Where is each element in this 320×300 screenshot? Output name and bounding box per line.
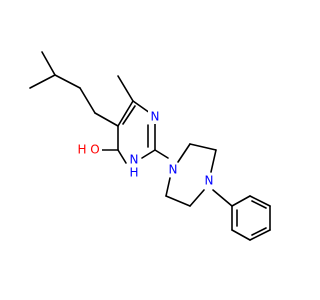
bond-pip-c1-c2 bbox=[189, 143, 217, 151]
bond-ph-3-4 bbox=[249, 229, 271, 241]
atom-piperazine-n4-label: N bbox=[205, 174, 214, 188]
atom-n1-hydrogen-label: H bbox=[129, 166, 138, 180]
bond-c5-c6 bbox=[117, 100, 134, 127]
bond-ph-6-1 bbox=[231, 195, 251, 207]
atom-oxygen-hydrogen-label: H bbox=[77, 143, 86, 157]
bond-nb-phenyl bbox=[212, 189, 233, 207]
bond-pip-na-c1 bbox=[177, 143, 191, 163]
bond-ch2-c5 bbox=[94, 112, 119, 127]
bond-pip-c3-c4 bbox=[165, 195, 191, 207]
bond-c6-n3 bbox=[132, 100, 151, 114]
bonds bbox=[29, 51, 271, 241]
bond-c2-n1 bbox=[141, 149, 156, 159]
bond-pip-nb-c3 bbox=[189, 189, 205, 207]
atom-piperazine-n1-label: N bbox=[169, 163, 178, 177]
bond-ph-2-3 bbox=[231, 229, 251, 241]
atom-oxygen-label: O bbox=[90, 143, 99, 157]
bond-ph-inner-c bbox=[251, 200, 267, 209]
bond-n1-c4 bbox=[117, 149, 127, 164]
bond-c6-methyl bbox=[117, 75, 134, 102]
bond-ph-5-6 bbox=[249, 195, 271, 207]
bond-pip-c2-nb bbox=[210, 149, 217, 173]
bond-ch2-ch2 bbox=[79, 87, 96, 114]
atom-labels: N N H O H N N bbox=[76, 110, 216, 188]
molecule-structure: N N H O H N N bbox=[29, 51, 271, 241]
bond-ch-ch2 bbox=[54, 74, 81, 89]
bond-methyl-a-ch bbox=[29, 74, 56, 89]
bond-methyl-b-ch bbox=[41, 51, 56, 76]
atom-n3-label: N bbox=[151, 110, 160, 124]
bond-c2-n-pip-a bbox=[154, 149, 169, 159]
bond-ph-inner-b bbox=[251, 227, 267, 236]
bond-pip-c4-na bbox=[165, 177, 171, 197]
bond-c5-c6-inner bbox=[122, 105, 136, 125]
atom-n1-label: N bbox=[130, 153, 139, 167]
